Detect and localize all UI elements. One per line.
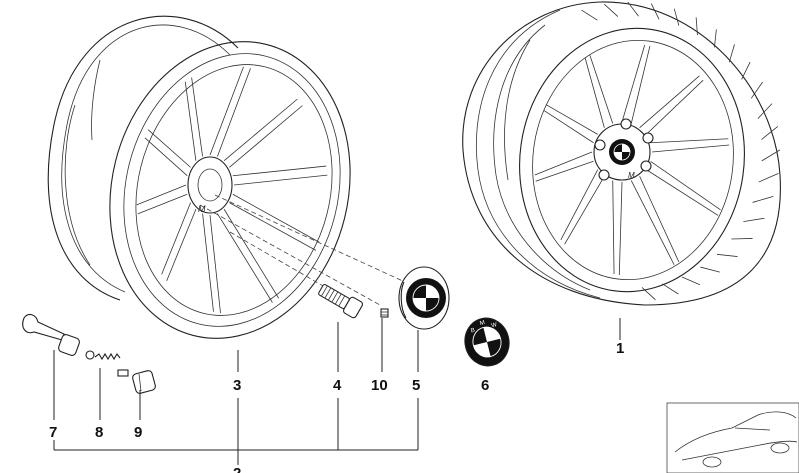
line-art-stroke xyxy=(700,266,720,273)
callout-6: 6 xyxy=(481,377,489,394)
hub-cap-part xyxy=(398,266,450,330)
line-art-stroke xyxy=(604,3,619,17)
line-art-stroke xyxy=(673,8,680,26)
line-art-stroke xyxy=(217,213,273,303)
line-art-stroke xyxy=(589,55,614,124)
line-art-stroke xyxy=(651,144,730,153)
line-art-stroke xyxy=(545,104,598,135)
wheel-m-logo: M xyxy=(628,171,635,180)
line-art-stroke xyxy=(161,202,191,275)
line-art-stroke xyxy=(202,213,214,312)
line-art-stroke xyxy=(761,126,779,140)
line-art-stroke xyxy=(761,149,781,162)
line-art-stroke xyxy=(743,217,765,222)
line-art-stroke xyxy=(560,169,599,240)
line-art-stroke xyxy=(639,75,700,129)
line-art-stroke xyxy=(630,180,675,265)
line-art-stroke xyxy=(627,1,639,17)
line-art-stroke xyxy=(757,103,773,119)
rim-drawing: M xyxy=(47,15,351,339)
line-art-stroke xyxy=(144,137,188,177)
hub-cap-emblem-icon xyxy=(406,278,446,318)
line-art-stroke xyxy=(612,180,615,275)
valve-core-part xyxy=(85,350,129,377)
line-art-stroke xyxy=(728,44,735,63)
line-art-stroke xyxy=(229,202,317,251)
car-thumbnail xyxy=(666,402,799,473)
callout-10: 10 xyxy=(371,377,388,394)
line-art-stroke xyxy=(223,98,298,162)
callout-9: 9 xyxy=(134,424,142,441)
wheel-tire-drawing: M xyxy=(462,1,781,306)
line-art-stroke xyxy=(750,81,763,99)
line-art-stroke xyxy=(137,193,188,215)
callout-8: 8 xyxy=(95,424,103,441)
line-art-stroke xyxy=(731,238,753,240)
line-art-stroke xyxy=(639,176,680,263)
valve-cap-part xyxy=(132,370,156,394)
line-art-stroke xyxy=(217,68,251,157)
line-art-stroke xyxy=(650,3,660,20)
line-art-stroke xyxy=(662,283,679,295)
line-art-stroke xyxy=(618,181,623,276)
line-art-stroke xyxy=(584,58,605,128)
line-art-stroke xyxy=(191,77,203,157)
line-art-stroke xyxy=(630,45,651,124)
assembly-guide-lines xyxy=(199,194,406,306)
line-art-stroke xyxy=(543,109,594,144)
line-art-stroke xyxy=(564,176,605,245)
line-art-stroke xyxy=(166,209,197,282)
callout-3: 3 xyxy=(233,377,241,394)
line-art-stroke xyxy=(534,151,593,176)
callout-1: 1 xyxy=(616,340,624,357)
line-art-stroke xyxy=(209,214,221,314)
line-art-stroke xyxy=(752,195,774,203)
line-art-stroke xyxy=(136,184,187,206)
line-art-stroke xyxy=(184,81,197,161)
wheel-emblem-icon xyxy=(609,139,635,165)
line-art-stroke xyxy=(535,160,594,182)
emblem-letter: B xyxy=(470,328,475,335)
line-art-stroke xyxy=(232,193,320,243)
callout-4: 4 xyxy=(333,377,342,394)
callout-7: 7 xyxy=(49,424,57,441)
line-art-stroke xyxy=(233,174,328,186)
valve-part xyxy=(22,313,80,356)
line-art-stroke xyxy=(716,253,738,257)
emblem-letter: M xyxy=(479,320,485,327)
line-art-stroke xyxy=(695,17,698,36)
screw-part xyxy=(380,308,389,318)
line-art-stroke xyxy=(223,209,280,299)
callout-labels: 1 2 3 4 5 6 7 8 9 10 xyxy=(49,340,624,473)
callout-2: 2 xyxy=(233,465,241,473)
line-art-stroke xyxy=(641,287,656,301)
leader-lines xyxy=(53,318,621,465)
line-art-stroke xyxy=(650,160,721,211)
line-art-stroke xyxy=(147,129,191,168)
callout-5: 5 xyxy=(412,377,420,394)
emblem-letter: W xyxy=(491,322,498,329)
line-art-stroke xyxy=(581,9,598,21)
rim-m-logo: M xyxy=(198,204,206,214)
line-art-stroke xyxy=(229,105,303,168)
line-art-stroke xyxy=(645,79,704,135)
line-art-stroke xyxy=(232,165,327,177)
line-art-stroke xyxy=(209,66,244,156)
line-art-stroke xyxy=(758,172,779,183)
wheel-bolt-part xyxy=(318,283,364,319)
line-art-stroke xyxy=(650,138,729,144)
line-art-stroke xyxy=(621,44,646,123)
line-art-stroke xyxy=(741,61,751,80)
line-art-stroke xyxy=(681,276,701,286)
line-art-stroke xyxy=(713,29,717,48)
line-art-stroke xyxy=(646,169,719,216)
